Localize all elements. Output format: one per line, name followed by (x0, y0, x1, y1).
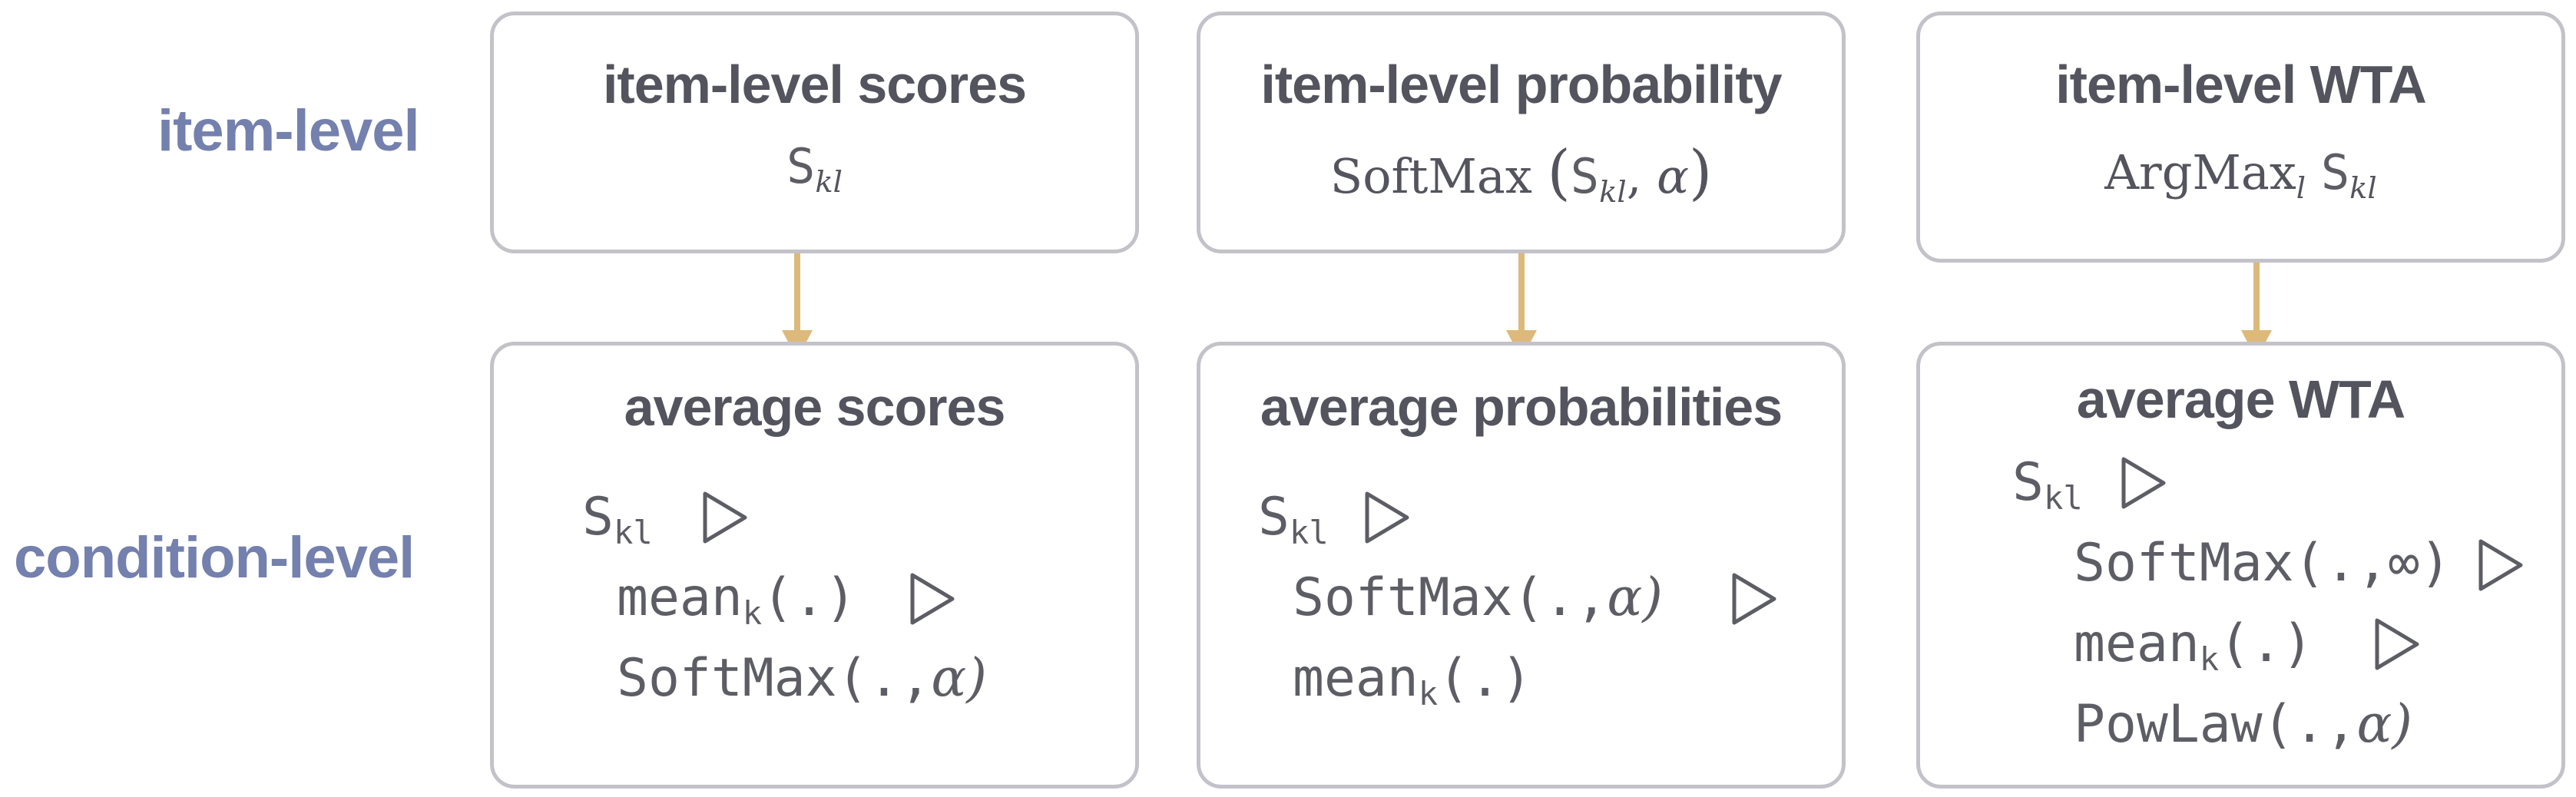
triangle-icon (910, 573, 955, 625)
triangle-icon (2478, 539, 2523, 591)
average-wta-title: average WTA (2076, 369, 2405, 429)
item-level-wta-box: item-level WTA ArgMaxl Skl (1916, 12, 2565, 263)
row-label-item-level: item-level (157, 98, 420, 164)
formula-s: S (786, 138, 816, 194)
average-scores-box: average scores Skl meank(.) SoftMax(.,α) (490, 342, 1139, 789)
formula-fn: SoftMax (1329, 148, 1532, 204)
item-level-scores-formula: Skl (494, 138, 1135, 200)
average-wta-box: average WTA Skl SoftMax(.,∞) meank(.) Po… (1916, 342, 2565, 789)
average-probabilities-box: average probabilities Skl SoftMax(.,α) m… (1197, 342, 1846, 789)
step-2: meank(.) (617, 567, 856, 632)
formula-sub: kl (815, 165, 843, 200)
item-level-wta-title: item-level WTA (2055, 55, 2427, 114)
item-level-probability-box: item-level probability SoftMax (Skl, α) (1197, 12, 1846, 253)
step-1: Skl (2012, 452, 2083, 517)
triangle-icon (703, 491, 747, 544)
step-1: Skl (1258, 487, 1329, 551)
step-2: SoftMax(.,α) (1293, 567, 1663, 628)
formula-sub: kl (1599, 175, 1627, 210)
step-3: meank(.) (1293, 648, 1532, 713)
item-level-scores-box: item-level scores Skl (490, 12, 1139, 253)
formula-s: S (2320, 144, 2350, 200)
formula-param: α (1657, 148, 1689, 204)
triangle-icon (2121, 457, 2166, 509)
average-scores-title: average scores (624, 377, 1006, 437)
step-3: SoftMax(.,α) (617, 648, 987, 709)
formula-sub: kl (2349, 171, 2377, 207)
triangle-icon (1732, 573, 1776, 625)
step-3: meank(.) (2074, 613, 2313, 678)
row-label-condition-level: condition-level (14, 525, 415, 590)
average-probabilities-title: average probabilities (1260, 377, 1783, 437)
item-level-wta-formula: ArgMaxl Skl (1920, 144, 2561, 206)
formula-fn-sub: l (2296, 171, 2306, 207)
triangle-icon (1365, 491, 1409, 544)
step-4: PowLaw(.,α) (2074, 694, 2412, 755)
formula-fn: ArgMax (2104, 144, 2296, 200)
item-level-probability-formula: SoftMax (Skl, α) (1329, 138, 1713, 210)
formula-s: S (1570, 148, 1600, 204)
item-level-probability-title: item-level probability (1260, 55, 1782, 114)
step-2: SoftMax(.,∞) (2074, 533, 2452, 594)
triangle-icon (2375, 618, 2419, 670)
step-1: Skl (582, 487, 653, 551)
item-level-scores-title: item-level scores (602, 55, 1027, 114)
